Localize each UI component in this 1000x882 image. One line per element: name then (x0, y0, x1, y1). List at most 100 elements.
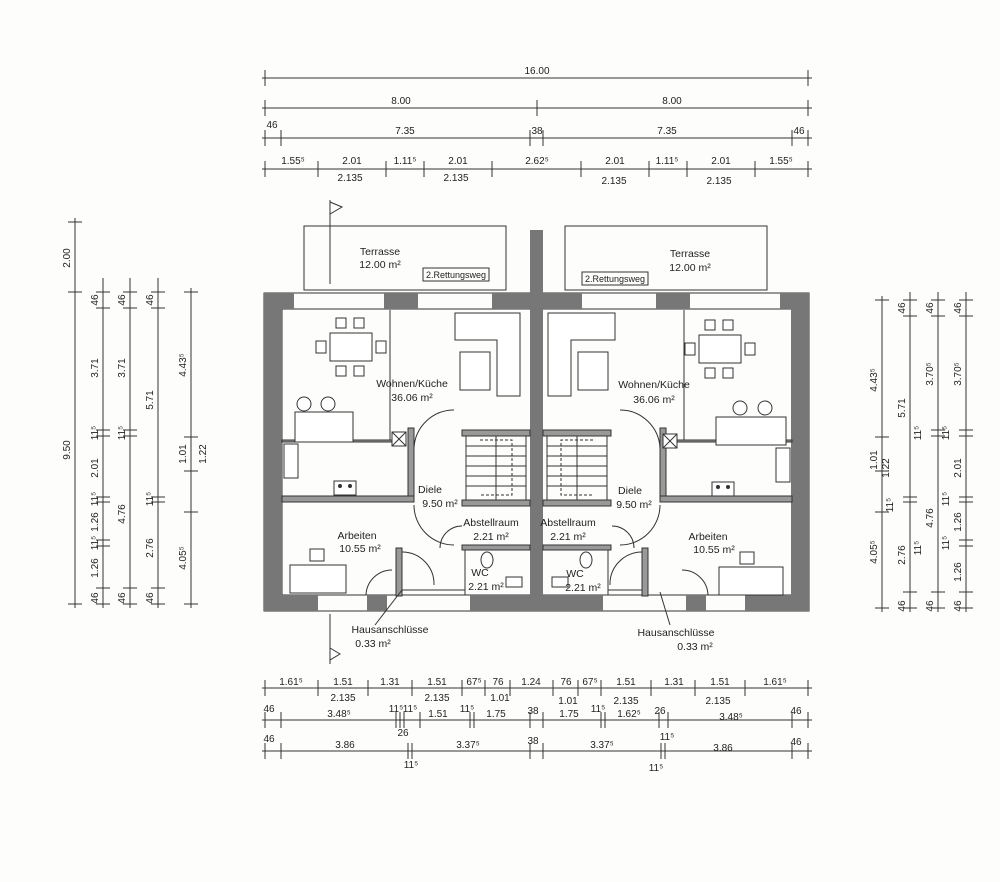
dim-label: 1.01 (490, 693, 510, 704)
dim-label: 2.00 (62, 248, 73, 268)
dim-label: 46 (90, 294, 101, 306)
dim-label: 3.71 (90, 358, 101, 378)
dim-label: 1.22 (198, 444, 209, 464)
room-area: 9.50 m² (422, 498, 458, 510)
dim-label: 1.75 (559, 709, 579, 720)
room-labels-right: Wohnen/Küche 36.06 m² Diele 9.50 m² Abst… (540, 379, 735, 653)
dim-label: 2.76 (897, 545, 908, 565)
dim-label: 46 (897, 600, 908, 612)
dim-label: 46 (90, 592, 101, 604)
dim-label: 11⁵ (389, 704, 404, 715)
furniture-right (547, 312, 791, 596)
dim-label: 11⁵ (885, 498, 896, 513)
staircase-left (465, 435, 527, 501)
room-name: Hausanschlüsse (351, 624, 428, 636)
room-area: 0.33 m² (355, 638, 391, 650)
room-area: 0.33 m² (677, 641, 713, 653)
interior-walls-left (281, 310, 531, 597)
dim-label: 3.37⁵ (590, 740, 614, 751)
room-name: Arbeiten (337, 530, 376, 542)
dim-label: 4.43⁵ (178, 353, 189, 377)
dim-label: 46 (953, 302, 964, 314)
dim-label: 11⁵ (941, 426, 952, 441)
dim-label: 1.11⁵ (394, 156, 417, 167)
room-name: Abstellraum (540, 517, 596, 529)
room-name: Hausanschlüsse (637, 627, 714, 639)
dim-label: 46 (117, 294, 128, 306)
room-area: 12.00 m² (669, 262, 711, 274)
dim-label: 5.71 (897, 398, 908, 418)
dim-label: 46 (790, 737, 802, 748)
dim-label: 11⁵ (591, 704, 606, 715)
dim-label: 2.01 (605, 156, 625, 167)
dim-label: 26 (397, 728, 409, 739)
dim-label: 46 (145, 592, 156, 604)
dim-label: 11⁵ (90, 492, 101, 507)
dim-label: 1.26 (953, 512, 964, 532)
building-outline (263, 230, 810, 612)
left-dimension-chain: 2.00 9.50 46 3.71 11⁵ 2.01 11⁵ 1.26 11⁵ … (62, 218, 209, 608)
staircase-right (546, 435, 608, 501)
room-area: 2.21 m² (473, 531, 509, 543)
room-area: 2.21 m² (565, 582, 601, 594)
dim-label: 2.135 (706, 176, 731, 187)
dim-label: 1.61⁵ (763, 677, 787, 688)
dim-label: 1.31 (664, 677, 684, 688)
dim-label: 5.71 (145, 390, 156, 410)
dim-total: 16.00 (524, 66, 549, 77)
escape-route-label: 2.Rettungsweg (426, 270, 486, 280)
dim-label: 4.43⁵ (869, 368, 880, 392)
room-name: Abstellraum (463, 517, 519, 529)
room-name: Diele (418, 484, 442, 496)
dim-label: 46 (263, 734, 275, 745)
dim-label: 9.50 (62, 440, 73, 460)
dim-label: 3.70⁵ (925, 362, 936, 386)
dim-label: 38 (527, 706, 539, 717)
dim-label: 3.70⁵ (953, 362, 964, 386)
dim-label: 1.51 (427, 677, 447, 688)
dim-label: 3.86 (713, 743, 733, 754)
dim-label: 7.35 (657, 126, 677, 137)
dim-label: 1.55⁵ (281, 156, 305, 167)
room-name: Arbeiten (688, 531, 727, 543)
dim-label: 4.76 (117, 504, 128, 524)
dim-label: 2.76 (145, 538, 156, 558)
dim-label: 11⁵ (913, 426, 924, 441)
room-area: 36.06 m² (391, 392, 433, 404)
dim-label: 46 (266, 120, 278, 131)
room-name: Diele (618, 485, 642, 497)
dim-label: 2.62⁵ (525, 156, 549, 167)
dim-label: 11⁵ (404, 760, 419, 771)
dim-label: 11⁵ (660, 732, 675, 743)
furniture-left (283, 312, 523, 594)
dim-label: 11⁵ (145, 492, 156, 507)
room-area: 12.00 m² (359, 259, 401, 271)
dim-label: 2.135 (443, 173, 468, 184)
dim-label: 1.51 (616, 677, 636, 688)
dim-label: 11⁵ (90, 536, 101, 551)
terrace-right: Terrasse 12.00 m² 2.Rettungsweg (564, 225, 768, 291)
dim-label: 11⁵ (117, 426, 128, 441)
dim-label: 2.135 (613, 696, 638, 707)
flag-marker-top (329, 200, 344, 284)
dim-label: 3.86 (335, 740, 355, 751)
dim-label: 1.24 (521, 677, 541, 688)
dim-label: 46 (793, 126, 805, 137)
dim-label: 46 (790, 706, 802, 717)
dim-label: 46 (145, 294, 156, 306)
dim-label: 76 (492, 677, 504, 688)
dim-label: 67⁵ (466, 677, 481, 688)
dim-label: 2.135 (705, 696, 730, 707)
dim-label: 3.37⁵ (456, 740, 480, 751)
dim-label: 38 (531, 126, 543, 137)
dim-label: 46 (953, 600, 964, 612)
dim-label: 11⁵ (941, 536, 952, 551)
terrace-left: Terrasse 12.00 m² 2.Rettungsweg (303, 225, 507, 291)
room-name: Wohnen/Küche (376, 378, 448, 390)
dim-label: 2.01 (711, 156, 731, 167)
dim-label: 1.51 (710, 677, 730, 688)
room-area: 36.06 m² (633, 394, 675, 406)
dim-label: 26 (654, 706, 666, 717)
dim-half-right: 8.00 (662, 96, 682, 107)
